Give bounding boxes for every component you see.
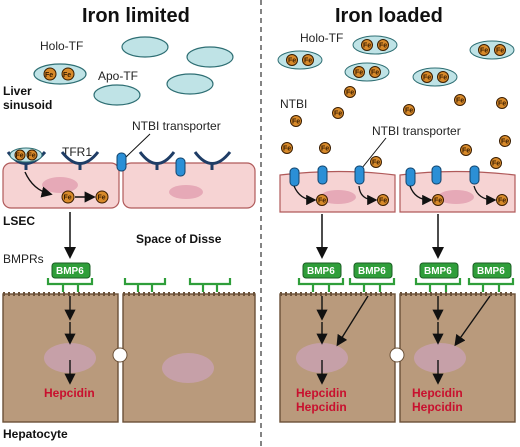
hepatocytes-left bbox=[2, 292, 256, 423]
hepcidin-right-1b: Hepcidin bbox=[296, 400, 347, 414]
svg-text:Fe: Fe bbox=[501, 139, 509, 146]
bmp6-left: BMP6 bbox=[51, 262, 91, 279]
hepcidin-right-2b: Hepcidin bbox=[412, 400, 463, 414]
sinusoid-label: sinusoid bbox=[3, 98, 52, 112]
svg-text:BMP6: BMP6 bbox=[307, 266, 335, 277]
svg-text:Fe: Fe bbox=[363, 43, 371, 50]
ntbi-label: NTBI bbox=[280, 97, 307, 111]
apo-tf-left bbox=[93, 36, 234, 106]
svg-text:Fe: Fe bbox=[462, 148, 470, 155]
ntbi-transporters-right bbox=[289, 165, 480, 187]
intracellular-fe-right: Fe Fe Fe Fe bbox=[316, 194, 508, 206]
hepcidin-right-2a: Hepcidin bbox=[412, 386, 463, 400]
svg-text:Fe: Fe bbox=[63, 72, 71, 79]
ntbi-transporter-label-right: NTBI transporter bbox=[372, 124, 461, 138]
svg-text:Fe: Fe bbox=[480, 48, 488, 55]
svg-text:Fe: Fe bbox=[423, 75, 431, 82]
right-panel-title: Iron loaded bbox=[335, 5, 443, 27]
hepcidin-right-1a: Hepcidin bbox=[296, 386, 347, 400]
svg-text:Fe: Fe bbox=[405, 108, 413, 115]
svg-text:Fe: Fe bbox=[98, 195, 106, 202]
svg-text:Fe: Fe bbox=[492, 161, 500, 168]
hepcidin-left: Hepcidin bbox=[44, 386, 95, 400]
svg-text:BMP6: BMP6 bbox=[424, 266, 452, 277]
svg-text:Fe: Fe bbox=[379, 43, 387, 50]
hepatocytes-right bbox=[279, 292, 516, 423]
apo-tf-label: Apo-TF bbox=[98, 69, 138, 83]
svg-text:Fe: Fe bbox=[292, 119, 300, 126]
holo-tf-label-left: Holo-TF bbox=[40, 39, 83, 53]
svg-text:Fe: Fe bbox=[283, 146, 291, 153]
ntbi-transporter-label-left: NTBI transporter bbox=[132, 119, 221, 133]
hepatocyte-label: Hepatocyte bbox=[3, 427, 68, 441]
svg-text:Fe: Fe bbox=[64, 195, 72, 202]
svg-text:Fe: Fe bbox=[498, 198, 506, 205]
holo-tf-bound: Fe Fe bbox=[9, 147, 43, 163]
bmpr-receptors-left bbox=[46, 278, 232, 292]
svg-text:Fe: Fe bbox=[496, 48, 504, 55]
svg-text:Fe: Fe bbox=[372, 160, 380, 167]
endocytosis-arrow bbox=[24, 171, 53, 198]
holo-tf-label-right: Holo-TF bbox=[300, 31, 343, 45]
space-of-disse-label: Space of Disse bbox=[136, 232, 222, 246]
holo-tf-left: Fe Fe bbox=[33, 63, 87, 85]
bmpr-receptors-right bbox=[297, 278, 515, 292]
svg-text:Fe: Fe bbox=[304, 58, 312, 65]
svg-text:BMP6: BMP6 bbox=[477, 266, 505, 277]
liver-label: Liver bbox=[3, 84, 32, 98]
lsec-right bbox=[279, 170, 516, 213]
ntbi-transporter-left bbox=[116, 152, 186, 177]
holo-tf-right: Fe Fe Fe Fe Fe Fe Fe Fe Fe Fe bbox=[277, 35, 515, 87]
tfr1-label: TFR1 bbox=[62, 145, 92, 159]
svg-text:Fe: Fe bbox=[498, 101, 506, 108]
svg-text:Fe: Fe bbox=[355, 70, 363, 77]
svg-text:Fe: Fe bbox=[318, 198, 326, 205]
svg-text:Fe: Fe bbox=[371, 70, 379, 77]
ntbi-particles: Fe Fe Fe Fe Fe Fe Fe Fe Fe Fe Fe Fe bbox=[281, 86, 511, 169]
intracellular-fe-left: Fe Fe bbox=[61, 190, 109, 204]
svg-text:Fe: Fe bbox=[28, 153, 36, 160]
svg-text:Fe: Fe bbox=[456, 98, 464, 105]
svg-text:Fe: Fe bbox=[334, 111, 342, 118]
svg-text:Fe: Fe bbox=[346, 90, 354, 97]
svg-text:Fe: Fe bbox=[45, 72, 53, 79]
svg-text:Fe: Fe bbox=[439, 75, 447, 82]
svg-text:BMP6: BMP6 bbox=[358, 266, 386, 277]
svg-text:Fe: Fe bbox=[434, 198, 442, 205]
svg-text:Fe: Fe bbox=[321, 146, 329, 153]
lsec-label: LSEC bbox=[3, 214, 35, 228]
bmp6-right: BMP6 BMP6 BMP6 BMP6 bbox=[302, 262, 512, 279]
svg-text:Fe: Fe bbox=[16, 153, 24, 160]
bmprs-label: BMPRs bbox=[3, 252, 44, 266]
lsec-left bbox=[2, 162, 256, 209]
svg-text:Fe: Fe bbox=[379, 198, 387, 205]
svg-text:Fe: Fe bbox=[288, 58, 296, 65]
svg-text:BMP6: BMP6 bbox=[56, 266, 84, 277]
left-panel-title: Iron limited bbox=[82, 5, 190, 27]
